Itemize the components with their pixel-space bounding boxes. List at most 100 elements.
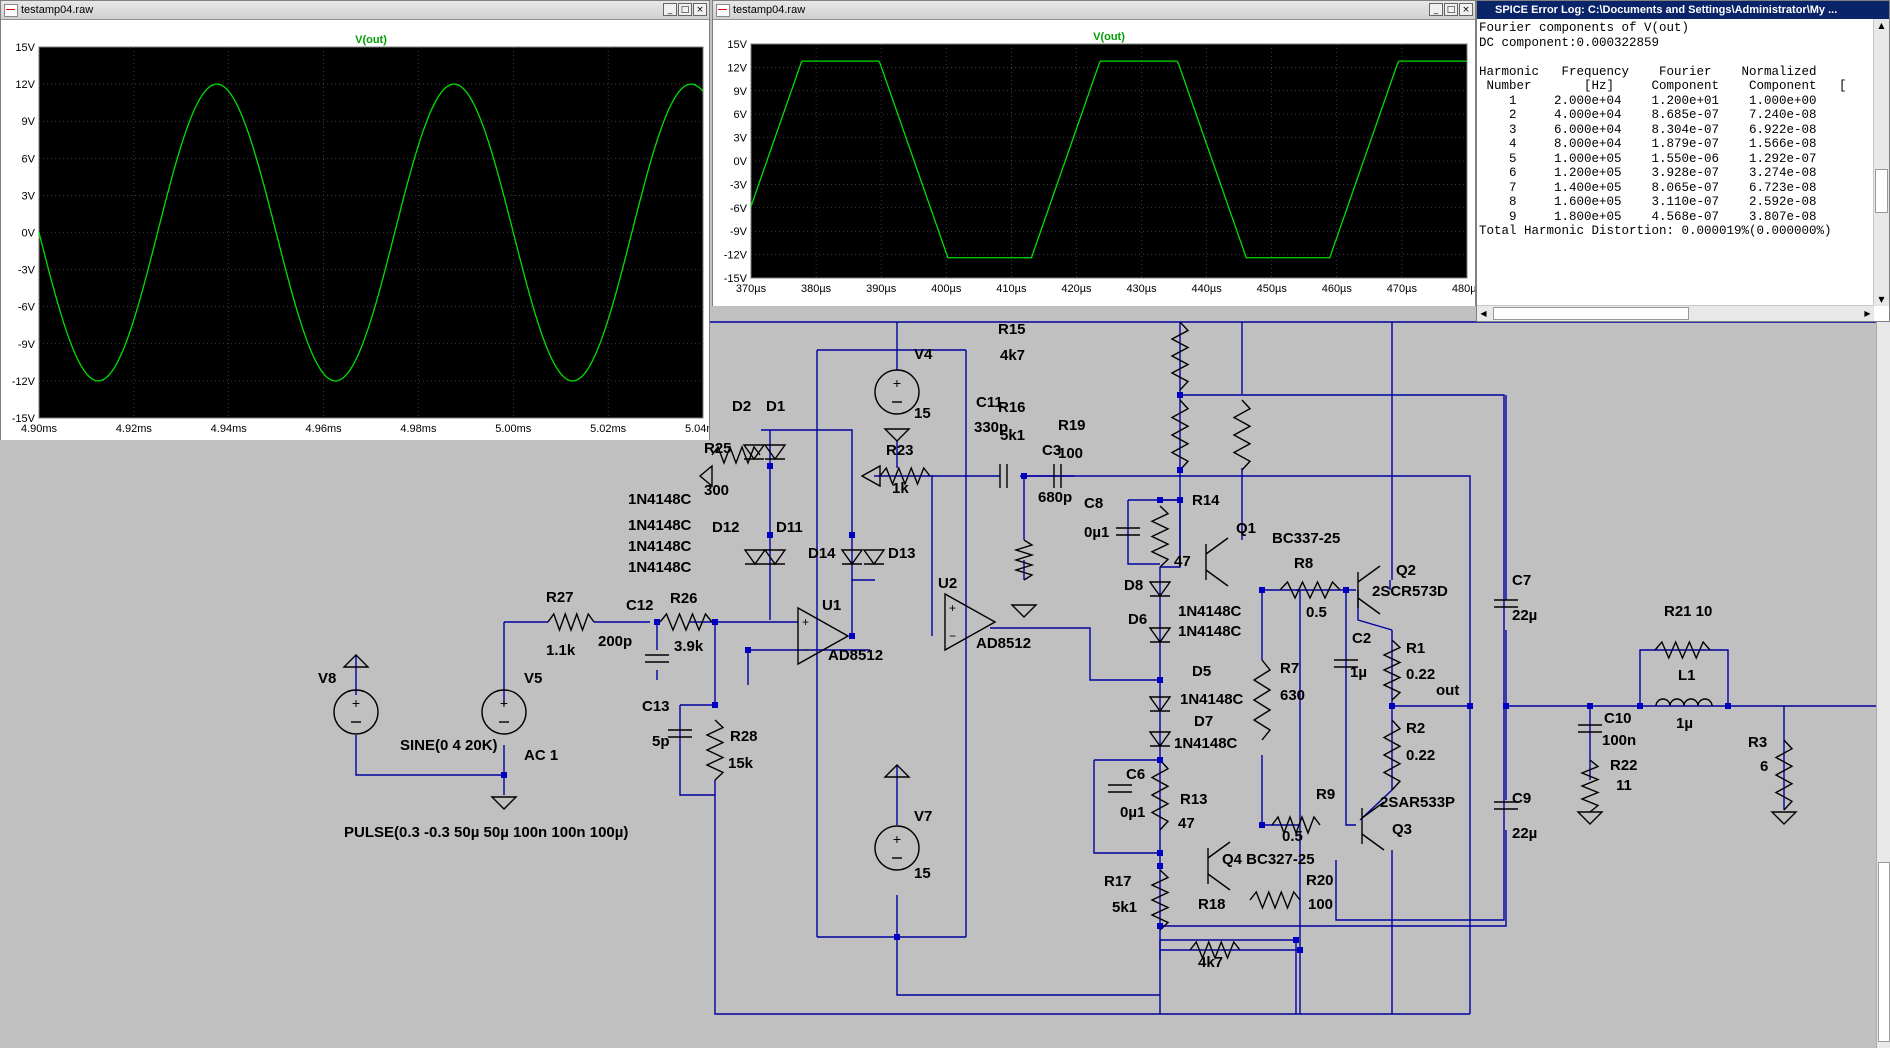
scroll-up-arrow-icon[interactable]: ▲ <box>1878 21 1885 30</box>
x-tick-label: 380µs <box>801 283 832 295</box>
minimize-button[interactable]: _ <box>1429 3 1443 16</box>
voltage-source-v7 <box>874 825 920 871</box>
diode-d13 <box>862 549 886 566</box>
y-tick-label: -3V <box>730 179 748 191</box>
junction-dot <box>1637 703 1643 709</box>
scrollbar-thumb[interactable] <box>1875 169 1888 213</box>
component-label: R3 <box>1748 734 1767 751</box>
component-label: D2 <box>732 398 751 415</box>
scroll-down-arrow-icon[interactable]: ▼ <box>1878 295 1885 304</box>
component-label: 1N4148C <box>628 559 692 576</box>
ground-icon <box>1010 604 1038 618</box>
error-log-line: 2 4.000e+04 8.685e-07 7.240e-08 <box>1479 108 1817 122</box>
x-tick-label: 5.00ms <box>495 423 532 435</box>
error-log-line: 4 8.000e+04 1.879e-07 1.566e-08 <box>1479 137 1817 151</box>
resistor-r3 <box>1774 739 1794 811</box>
opamp-input-sign: + <box>802 615 809 629</box>
close-button[interactable]: × <box>1459 3 1473 16</box>
schematic-vertical-scrollbar[interactable] <box>1876 322 1890 1048</box>
junction-dot <box>1343 587 1349 593</box>
component-label: R9 <box>1316 786 1335 803</box>
error-log-line <box>1479 50 1873 65</box>
component-label: 5p <box>652 733 670 750</box>
junction-dot <box>849 633 855 639</box>
resistor-r19 <box>1232 399 1252 471</box>
resistor-r9 <box>1271 815 1321 835</box>
diode-d6 <box>1148 627 1172 644</box>
component-label: R14 <box>1192 492 1220 509</box>
wire <box>1639 649 1729 706</box>
diode-d8 <box>1148 581 1172 598</box>
transistor-q1 <box>1205 569 1229 587</box>
x-tick-label: 400µs <box>931 283 962 295</box>
component-label: 1k <box>892 480 909 497</box>
maximize-button[interactable]: □ <box>1444 3 1458 16</box>
component-label: 0µ1 <box>1120 804 1145 821</box>
error-log-text[interactable]: Fourier components of V(out)DC component… <box>1479 21 1873 305</box>
component-label: R22 <box>1610 757 1638 774</box>
component-label: 1.1k <box>546 642 576 659</box>
x-tick-label: 450µs <box>1257 283 1288 295</box>
inductor-l1 <box>1655 698 1713 707</box>
transistor-q4 <box>1207 841 1231 859</box>
component-label: 0.22 <box>1406 666 1435 683</box>
plus-sign: + <box>893 831 901 847</box>
scroll-left-arrow-icon[interactable]: ◀ <box>1480 309 1487 318</box>
component-label: V4 <box>914 346 933 363</box>
component-label: D1 <box>766 398 785 415</box>
error-log-line: 3 6.000e+04 8.304e-07 6.922e-08 <box>1479 122 1817 137</box>
junction-dot <box>1157 863 1163 869</box>
component-label: C3 <box>1042 442 1061 459</box>
error-log-titlebar[interactable]: SPICE Error Log: C:\Documents and Settin… <box>1477 1 1889 19</box>
component-label: R20 <box>1306 872 1334 889</box>
component-label: 0.5 <box>1306 604 1327 621</box>
minimize-button[interactable]: _ <box>663 3 677 16</box>
junction-dot <box>767 463 773 469</box>
y-tick-label: 12V <box>727 62 747 74</box>
component-label: 5k1 <box>1000 427 1025 444</box>
diode-d5 <box>1148 696 1172 713</box>
wire <box>874 475 933 636</box>
wire <box>1159 939 1297 1014</box>
component-label: 3.9k <box>674 638 704 655</box>
component-label: 1N4148C <box>628 491 692 508</box>
x-tick-label: 430µs <box>1126 283 1157 295</box>
spice-error-log-window[interactable]: SPICE Error Log: C:\Documents and Settin… <box>1476 0 1890 322</box>
diode-d7 <box>1148 731 1172 748</box>
component-label: R28 <box>730 728 758 745</box>
x-tick-label: 4.98ms <box>400 423 437 435</box>
plot-window-left-titlebar[interactable]: testamp04.raw _ □ × <box>1 1 709 20</box>
close-button[interactable]: × <box>693 3 707 16</box>
resistor-r7 <box>1252 659 1272 741</box>
y-tick-label: 15V <box>15 42 35 54</box>
component-label: Q1 <box>1236 520 1256 537</box>
component-label: BC337-25 <box>1272 530 1340 547</box>
y-tick-label: 0V <box>734 156 748 168</box>
component-label: 4k7 <box>1000 347 1025 364</box>
x-tick-label: 4.92ms <box>116 423 153 435</box>
maximize-button[interactable]: □ <box>678 3 692 16</box>
component-label: R1 <box>1406 640 1425 657</box>
component-label: R21 10 <box>1664 603 1712 620</box>
horizontal-scrollbar[interactable]: ◀ ▶ <box>1477 305 1874 321</box>
error-log-line: Harmonic Frequency Fourier Normalized <box>1479 64 1817 79</box>
component-label: 100 <box>1058 445 1083 462</box>
wire <box>1160 500 1181 568</box>
scroll-right-arrow-icon[interactable]: ▶ <box>1864 309 1871 318</box>
junction-dot <box>654 619 660 625</box>
plot-window-mid-titlebar[interactable]: testamp04.raw _ □ × <box>713 1 1475 20</box>
vertical-scrollbar[interactable]: ▲ ▼ <box>1873 19 1889 306</box>
component-label: U1 <box>822 597 841 614</box>
resistor-r21 <box>1654 640 1711 660</box>
scrollbar-thumb[interactable] <box>1878 862 1890 1042</box>
junction-dot <box>1157 677 1163 683</box>
wire <box>355 735 505 776</box>
scrollbar-thumb[interactable] <box>1493 307 1689 320</box>
